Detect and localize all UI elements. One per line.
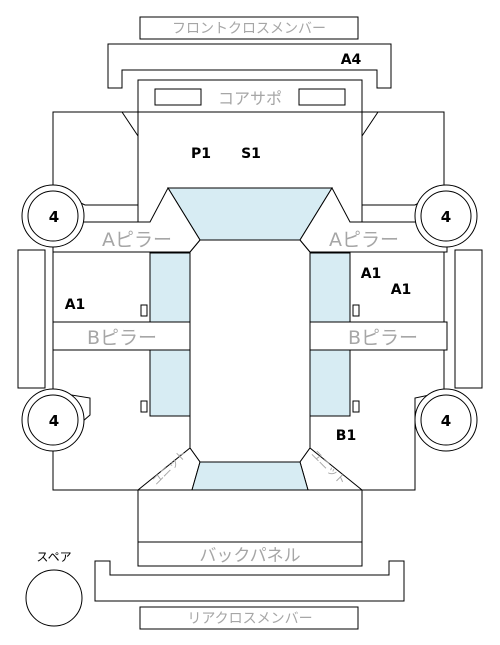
- back-panel-label: バックパネル: [199, 546, 300, 566]
- code-a1-left: A1: [65, 297, 86, 313]
- wheel-rear-left-inner: [27, 394, 79, 446]
- b-pillar-left-label: Bピラー: [87, 327, 157, 349]
- front-right-apron: [361, 111, 379, 137]
- door-handle-left-rear: [140, 400, 148, 413]
- code-a1-right-upper: A1: [361, 266, 382, 282]
- core-support-right-slot: [298, 88, 346, 106]
- cabin-opening: [189, 239, 311, 463]
- b-pillar-left-band: [52, 321, 191, 351]
- a-pillar-left-band: [52, 186, 201, 253]
- front-cross-member-label: フロントクロスメンバー: [172, 21, 326, 37]
- wheel-front-right-inner: [420, 190, 472, 242]
- wheel-rear-right-count: 4: [441, 412, 451, 430]
- wheel-front-left-inner: [27, 190, 79, 242]
- side-glass-left-front: [149, 252, 191, 324]
- a-pillar-left-label: Aピラー: [102, 229, 172, 251]
- spare-label: スペア: [36, 550, 71, 564]
- code-s1: S1: [241, 146, 261, 162]
- code-b1: B1: [336, 428, 356, 444]
- back-panel-box: [137, 541, 363, 567]
- rear-cross-member-label: リアクロスメンバー: [187, 611, 312, 627]
- side-glass-left-rear: [149, 349, 191, 417]
- side-glass-right-front: [309, 252, 351, 324]
- code-a1-right-lower: A1: [391, 282, 412, 298]
- b-pillar-right-label: Bピラー: [348, 327, 418, 349]
- wheel-rear-right-inner: [420, 394, 472, 446]
- a-pillar-right-label: Aピラー: [329, 229, 399, 251]
- wheel-front-left-count: 4: [49, 208, 59, 226]
- side-glass-right-rear: [309, 349, 351, 417]
- side-sill-left: [17, 249, 46, 389]
- rear-window: [191, 461, 309, 491]
- door-handle-right-front: [352, 304, 360, 317]
- trunk-area: [137, 489, 363, 543]
- rear-bracket: [94, 560, 405, 602]
- rear-cross-member-box: [139, 606, 359, 630]
- front-cross-member-box: [139, 16, 359, 40]
- b-pillar-right-band: [309, 321, 448, 351]
- front-left-apron: [121, 111, 139, 137]
- core-support-label: コアサポ: [218, 89, 282, 108]
- spare-tire: [25, 569, 83, 627]
- wheel-rear-left-count: 4: [49, 412, 59, 430]
- door-handle-right-rear: [352, 400, 360, 413]
- code-p1: P1: [191, 146, 211, 162]
- core-support-left-slot: [154, 88, 202, 106]
- code-a4: A4: [341, 52, 362, 68]
- side-sill-right: [454, 249, 483, 389]
- wheel-front-right-count: 4: [441, 208, 451, 226]
- a-pillar-right-band: [299, 186, 448, 253]
- door-handle-left-front: [140, 304, 148, 317]
- a4-front-bracket: [107, 43, 392, 89]
